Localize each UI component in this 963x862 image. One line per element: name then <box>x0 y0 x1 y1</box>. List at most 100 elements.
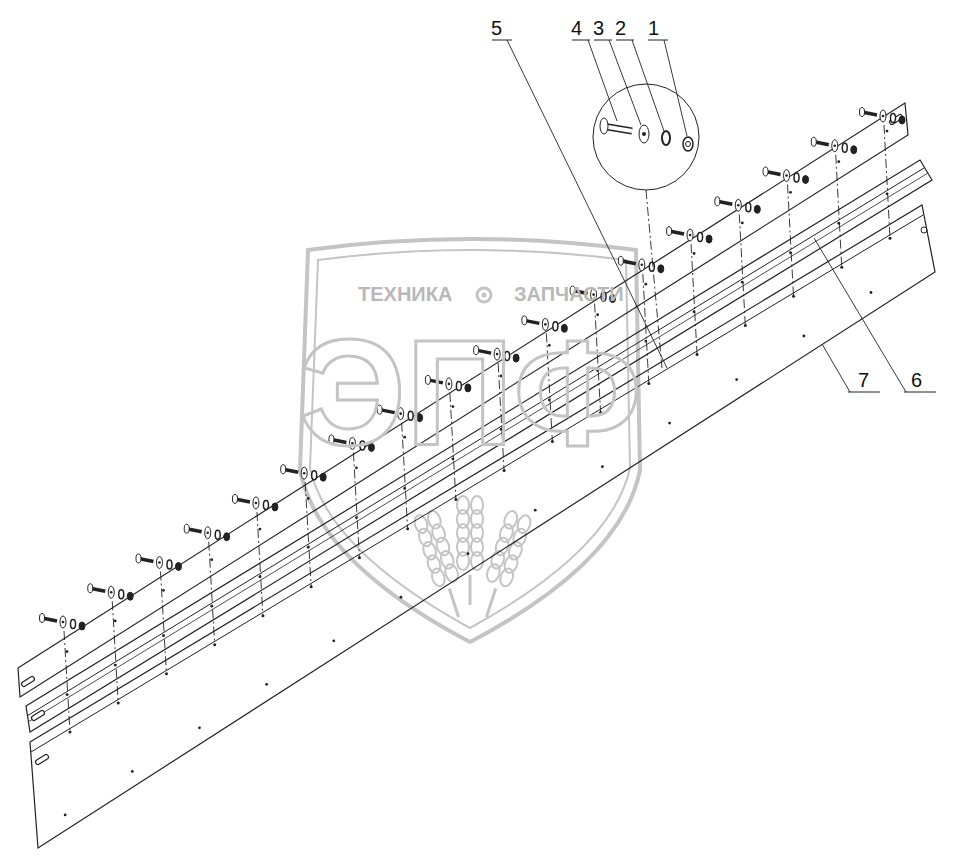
hole-mark <box>307 546 310 549</box>
center-leader <box>112 601 118 703</box>
nut <box>320 473 326 481</box>
washer <box>735 199 741 211</box>
callout-number: 1 <box>648 18 659 38</box>
washer <box>687 229 693 241</box>
hole-mark <box>837 222 840 225</box>
callout-number: 6 <box>911 370 922 390</box>
plate-hole <box>802 335 805 338</box>
hole-mark <box>596 313 599 316</box>
spring-washer <box>312 471 317 480</box>
hole-mark <box>165 672 168 675</box>
hole-mark <box>789 191 792 194</box>
washer <box>880 110 886 122</box>
center-leader <box>691 244 697 354</box>
callout-underline <box>492 40 512 41</box>
washer-hole <box>255 502 258 505</box>
wheat-stem <box>449 589 458 618</box>
washer-hole <box>158 561 161 564</box>
washer <box>108 586 114 598</box>
plate-bend <box>31 215 923 752</box>
watermark-text: ТЕХНИКА <box>358 284 452 304</box>
hole-mark <box>644 283 647 286</box>
center-leader <box>353 452 359 557</box>
spring-washer <box>662 131 670 145</box>
hole-mark <box>886 192 889 195</box>
hole-mark <box>310 585 313 588</box>
hole-mark <box>741 281 744 284</box>
hole-mark <box>696 353 699 356</box>
spring-washer <box>71 620 76 629</box>
flat-bar <box>18 103 908 697</box>
profile-edge <box>28 173 928 722</box>
center-leader <box>788 185 794 297</box>
hole-mark <box>406 527 409 530</box>
bolt-head <box>860 108 865 117</box>
hole-mark <box>647 382 650 385</box>
spring-washer <box>891 114 896 123</box>
bar-slot <box>24 679 32 684</box>
callout-underline <box>904 392 936 393</box>
spring-washer <box>842 143 847 152</box>
center-leader <box>739 214 745 325</box>
watermark-gear-hub <box>482 293 487 298</box>
bolt-head <box>811 137 816 146</box>
wheat-grain <box>498 567 515 588</box>
bolt-set <box>715 197 761 214</box>
bolt-head <box>88 584 93 593</box>
bolt-head <box>763 167 768 176</box>
hole-mark <box>210 605 213 608</box>
nut <box>754 205 760 213</box>
bolt-head <box>40 614 45 623</box>
bolt-set <box>618 256 664 273</box>
detail-circle <box>593 84 699 190</box>
callout-leader <box>664 40 687 136</box>
callout-number: 3 <box>593 18 604 38</box>
callout-underline <box>572 40 590 41</box>
profile-edge <box>27 168 924 716</box>
washer <box>205 527 211 539</box>
hole-mark <box>210 558 213 561</box>
washer-hole <box>642 132 646 136</box>
bolt-set <box>667 227 713 244</box>
hole-mark <box>259 575 262 578</box>
bolt-set <box>136 554 182 571</box>
callout-number: 7 <box>858 370 869 390</box>
nut <box>272 503 278 511</box>
nut <box>899 116 905 124</box>
spring-washer <box>746 203 751 212</box>
hole-mark <box>644 340 647 343</box>
plate-hole <box>131 770 134 773</box>
spring-washer <box>119 590 124 599</box>
nut <box>851 146 857 154</box>
plate-hole <box>735 378 738 381</box>
watermark-logo: ЭПФ <box>299 318 642 468</box>
plate-hole <box>265 683 268 686</box>
hole-mark <box>792 295 795 298</box>
profile-slot <box>34 713 42 718</box>
bolt-set <box>184 524 230 541</box>
bolt-head <box>184 524 189 533</box>
plate-hole <box>870 291 873 294</box>
hole-mark <box>693 252 696 255</box>
bolt-set <box>40 614 86 631</box>
washer-hole <box>206 531 209 534</box>
hole-mark <box>741 222 744 225</box>
callout-number: 5 <box>491 18 502 38</box>
nut <box>224 533 230 541</box>
nut <box>706 235 712 243</box>
washer-hole <box>641 264 644 267</box>
spring-washer <box>698 233 703 242</box>
hole-mark <box>114 620 117 623</box>
hole-mark <box>261 614 264 617</box>
washer-hole <box>689 234 692 237</box>
hole-mark <box>259 528 262 531</box>
washer <box>832 140 838 152</box>
washer-hole <box>303 472 306 475</box>
bolt-set <box>860 108 906 125</box>
wheat-stem <box>486 589 495 618</box>
callout-leader <box>814 238 906 392</box>
plate-hole <box>921 227 927 233</box>
plate-hole <box>534 509 537 512</box>
hole-mark <box>69 730 72 733</box>
callout-underline <box>648 40 668 41</box>
